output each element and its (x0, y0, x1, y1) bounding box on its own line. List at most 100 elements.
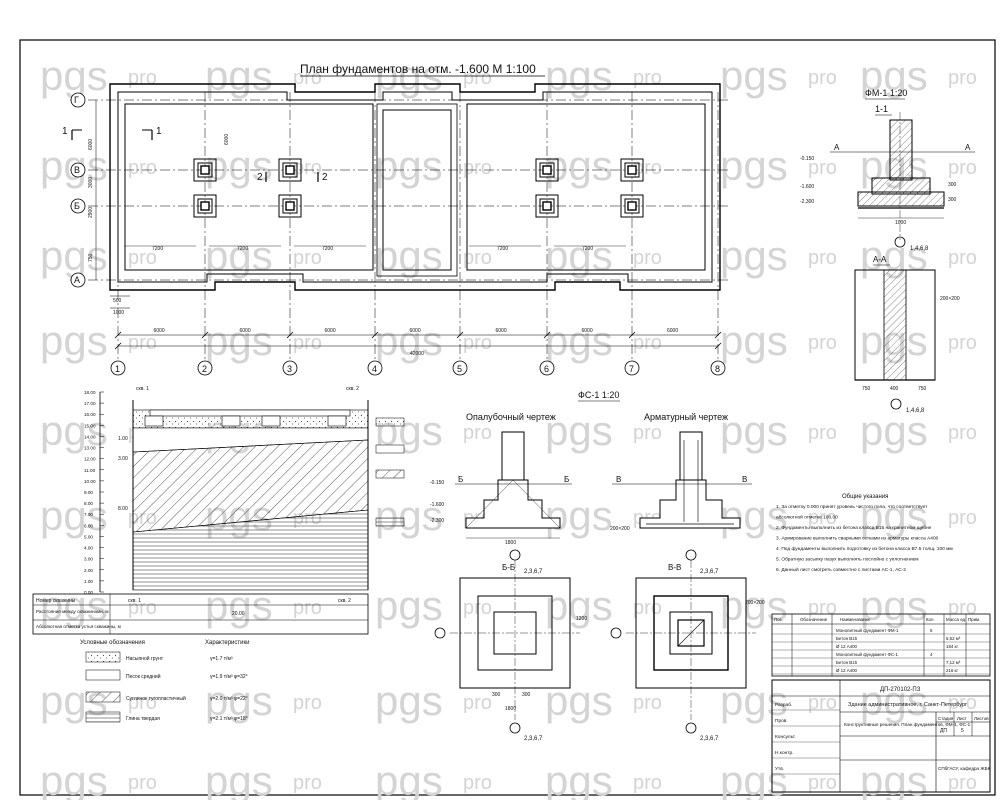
watermark-pro: pro (633, 597, 662, 619)
elevation-tick: 18.00 (84, 390, 96, 395)
watermark-pro: pro (633, 422, 662, 444)
svg-text:1800: 1800 (505, 540, 516, 546)
svg-text:300: 300 (948, 182, 957, 188)
soil-table: Номер скважины скв. 1 скв. 2 Расстояние … (32, 593, 369, 635)
dim-overall: 42000 (410, 351, 424, 357)
axis-bubble-col: 7 (624, 360, 640, 376)
axis-label-row: Г (74, 95, 79, 105)
watermark-pgs: pgs (720, 52, 788, 99)
axis-bubble-col: 6 (539, 360, 555, 376)
spec-header: Поз. (774, 617, 783, 622)
svg-text:γ=1.7 т/м³: γ=1.7 т/м³ (210, 656, 233, 662)
watermark-pro: pro (808, 597, 837, 619)
axis-label-row: А (74, 275, 80, 285)
svg-text:Листов: Листов (974, 716, 989, 721)
elevation-tick: 0.00 (84, 590, 93, 595)
dim-label: 6000 (582, 328, 593, 334)
svg-text:Лист: Лист (957, 716, 967, 721)
watermark-pro: pro (128, 772, 157, 794)
soil-elevation-scale: 18.0017.0016.0015.0014.0013.0012.0011.00… (84, 390, 104, 595)
svg-text:скв. 1: скв. 1 (136, 386, 149, 392)
watermark-pgs: pgs (720, 142, 788, 189)
watermark-pro: pro (633, 67, 662, 89)
plan-column-foundations (193, 158, 644, 218)
watermark-pgs: pgs (720, 677, 788, 724)
elevation-tick: 15.00 (84, 423, 96, 428)
fs-bb-title: Б-Б (502, 563, 515, 572)
bay-dim: 7200 (152, 246, 163, 252)
column-foundation (620, 158, 644, 182)
svg-text:1200: 1200 (576, 616, 587, 622)
watermark-pgs: pgs (860, 492, 928, 539)
svg-text:2: 2 (257, 172, 263, 183)
note-line: абсолютной отметке 100.00 (776, 514, 838, 521)
svg-text:2,3,6,7: 2,3,6,7 (524, 569, 543, 575)
plan-span-label: 6000 (224, 134, 230, 145)
svg-text:1: 1 (62, 126, 68, 137)
watermark-pgs: pgs (205, 232, 273, 279)
watermark-pro: pro (808, 772, 837, 794)
note-line: 2. Фундаменты выполнить из бетона класса… (776, 525, 932, 531)
svg-text:750: 750 (918, 386, 927, 392)
note-line: 3. Армирование выполнить сварными сеткам… (776, 536, 939, 542)
watermark-pgs: pgs (545, 317, 613, 364)
dim-label: 6000 (325, 328, 336, 334)
spec-row-name: Монолитный фундамент ФС-1 (836, 652, 898, 657)
watermark-pro: pro (128, 247, 157, 269)
elevation-tick: 5.00 (84, 534, 93, 539)
watermark-pgs: pgs (40, 317, 108, 364)
svg-text:1000: 1000 (113, 310, 124, 316)
plan-inner-strip (117, 91, 713, 283)
fm-aa-title: А-А (873, 255, 887, 264)
svg-text:200×200: 200×200 (940, 296, 960, 302)
watermark-pro: pro (633, 692, 662, 714)
spec-row-name: Бетон В15 (836, 660, 858, 665)
svg-text:500: 500 (113, 298, 122, 304)
fs-vv-title: В-В (668, 563, 681, 572)
svg-text:1000: 1000 (895, 220, 906, 226)
spec-header: Наименование (840, 617, 871, 622)
fs-rebar-drawing: В В 200×200 (610, 431, 752, 532)
spec-row-mass: 216 кг (946, 668, 958, 673)
watermark-pgs: pgs (205, 52, 273, 99)
watermark-pro: pro (128, 597, 157, 619)
elevation-tick: 14.00 (84, 434, 96, 439)
plan-title: План фундаментов на отм. -1.600 М 1:100 (300, 62, 536, 76)
watermark-pro: pro (808, 157, 837, 179)
fs-formwork-title: Опалубочный чертеж (466, 412, 556, 422)
watermark-pro: pro (948, 247, 977, 269)
svg-text:2,3,6,7: 2,3,6,7 (700, 736, 719, 742)
axis-bubble-col: 2 (197, 360, 213, 376)
dim-label: 6000 (154, 328, 165, 334)
watermark-pgs: pgs (40, 232, 108, 279)
plan-room-mid (382, 109, 452, 271)
watermark-pgs: pgs (860, 407, 928, 454)
watermark-pro: pro (293, 597, 322, 619)
watermark-pro: pro (463, 422, 492, 444)
axis-bubble-col: 3 (282, 360, 298, 376)
svg-text:Б: Б (564, 475, 569, 484)
spec-row-qty: 6 (930, 628, 933, 633)
plan-room-right (466, 103, 706, 271)
svg-text:А: А (965, 143, 971, 152)
watermark-pro: pro (463, 247, 492, 269)
svg-text:В: В (616, 475, 621, 484)
axis-bubble-row: А (70, 272, 86, 288)
watermark-pgs: pgs (860, 677, 928, 724)
watermark-pgs: pgs (375, 52, 443, 99)
svg-text:20.00: 20.00 (232, 611, 245, 617)
note-line: 4. Под фундаменты выполнить подготовку и… (776, 546, 953, 552)
watermark-pgs: pgs (375, 677, 443, 724)
watermark-pgs: pgs (720, 232, 788, 279)
watermark-pro: pro (463, 772, 492, 794)
svg-text:-0.150: -0.150 (430, 480, 444, 486)
watermark-pro: pro (293, 692, 322, 714)
fm-section-a-a: 750 400 750 200×200 1,4,6,8 (854, 269, 960, 414)
svg-text:γ=2.0 т/м³ φ=22°: γ=2.0 т/м³ φ=22° (210, 696, 248, 702)
axis-label-col: 5 (457, 364, 462, 374)
svg-text:1.00: 1.00 (118, 436, 128, 442)
dim-label: 6000 (667, 328, 678, 334)
